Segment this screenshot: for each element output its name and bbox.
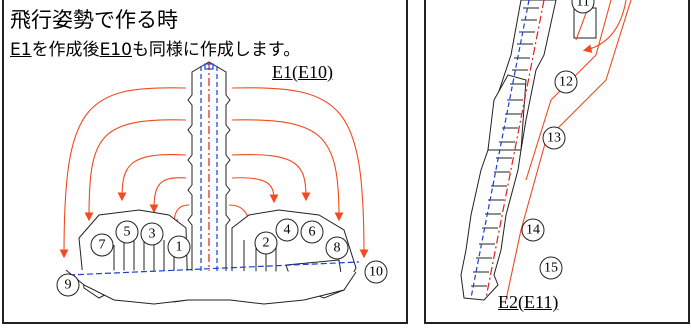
label-3: 3 (149, 227, 156, 242)
fold-arrows (59, 87, 369, 259)
label-4: 4 (284, 223, 291, 238)
label-5: 5 (124, 225, 131, 240)
subtitle-e10: E10 (99, 40, 132, 60)
label-12: 12 (559, 75, 573, 90)
base-strip (65, 269, 357, 305)
label-11: 11 (576, 0, 589, 10)
subtitle-mid: を作成後 (31, 40, 100, 60)
strip-fold-lines (470, 0, 545, 299)
number-circles (56, 218, 388, 297)
label-14: 14 (526, 223, 540, 238)
subtitle-end: も同様に作成します。 (131, 40, 301, 60)
instruction-subtitle: E1を作成後E10も同様に作成します。 (10, 35, 300, 60)
e2-diagram: 11 12 13 14 15 (460, 0, 632, 301)
part-label-e1: E1(E10) (272, 62, 333, 82)
label-13: 13 (547, 131, 561, 146)
subtitle-e1: E1 (10, 40, 32, 60)
label-8: 8 (334, 241, 341, 256)
label-9: 9 (65, 278, 72, 293)
label-1: 1 (176, 240, 183, 255)
part-label-e2: E2(E11) (498, 292, 559, 312)
label-7: 7 (99, 238, 106, 253)
base-fold-line (68, 261, 360, 276)
instruction-title: 飛行姿勢で作る時 (10, 8, 178, 32)
number-circles-right (521, 0, 595, 280)
right-panel: 11 12 13 14 15 E2(E11) (424, 0, 690, 324)
e1-diagram: 7 5 3 1 2 4 6 8 9 10 (56, 61, 388, 305)
label-15: 15 (544, 261, 558, 276)
label-6: 6 (309, 225, 316, 240)
diagonal-strip (460, 0, 557, 301)
label-2: 2 (263, 236, 270, 251)
left-panel: 飛行姿勢で作る時 E1を作成後E10も同様に作成します。 E1(E10) (2, 0, 408, 324)
label-10: 10 (369, 265, 383, 280)
spine-fold-lines (200, 62, 218, 300)
